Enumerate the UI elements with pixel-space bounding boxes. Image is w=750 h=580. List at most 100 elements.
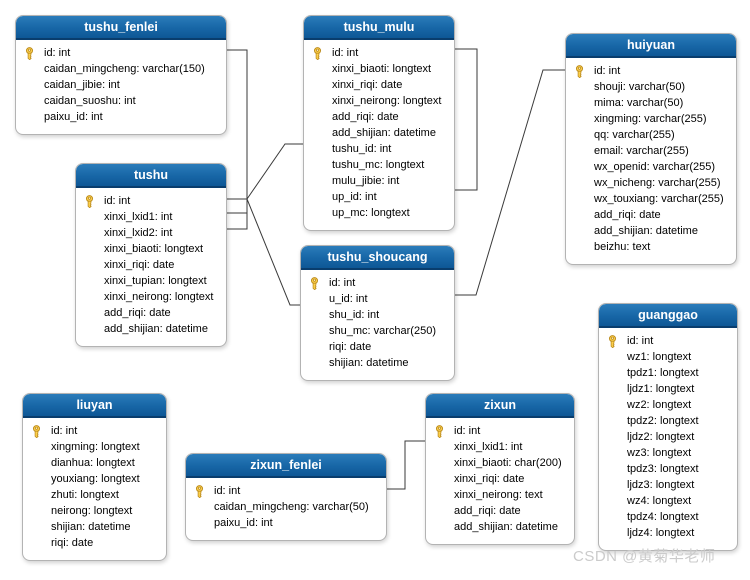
field-tushu_mulu-add_riqi[interactable]: add_riqi: date bbox=[311, 109, 448, 125]
field-tushu_mulu-add_shijian[interactable]: add_shijian: datetime bbox=[311, 125, 448, 141]
field-guanggao-tpdz3[interactable]: tpdz3: longtext bbox=[606, 461, 731, 477]
field-guanggao-tpdz1[interactable]: tpdz1: longtext bbox=[606, 365, 731, 381]
connector-tushu_fenlei-id--tushu-xinxi_lxid2[interactable] bbox=[227, 49, 248, 230]
field-liuyan-shijian[interactable]: shijian: datetime bbox=[30, 519, 160, 535]
field-zixun-id[interactable]: id: int bbox=[433, 423, 568, 439]
field-tushu_fenlei-id[interactable]: id: int bbox=[23, 45, 220, 61]
table-title-liuyan[interactable]: liuyan bbox=[23, 394, 166, 418]
field-tushu_mulu-xinxi_neirong[interactable]: xinxi_neirong: longtext bbox=[311, 93, 448, 109]
field-tushu-xinxi_biaoti[interactable]: xinxi_biaoti: longtext bbox=[83, 241, 220, 257]
field-tushu_mulu-mulu_jibie[interactable]: mulu_jibie: int bbox=[311, 173, 448, 189]
field-zixun-add_shijian[interactable]: add_shijian: datetime bbox=[433, 519, 568, 535]
connector-zixun-xinxi_lxid1--zixun_fenlei-id[interactable] bbox=[386, 440, 426, 490]
field-guanggao-wz3[interactable]: wz3: longtext bbox=[606, 445, 731, 461]
connector-tushu-id--tushu_mulu-tushu_id[interactable] bbox=[227, 143, 303, 200]
field-zixun-xinxi_biaoti[interactable]: xinxi_biaoti: char(200) bbox=[433, 455, 568, 471]
connector-tushu-id--tushu_shoucang-shu_id[interactable] bbox=[246, 198, 301, 306]
table-title-tushu_fenlei[interactable]: tushu_fenlei bbox=[16, 16, 226, 40]
field-huiyuan-wx_openid[interactable]: wx_openid: varchar(255) bbox=[573, 159, 730, 175]
field-guanggao-wz1[interactable]: wz1: longtext bbox=[606, 349, 731, 365]
field-zixun-xinxi_lxid1[interactable]: xinxi_lxid1: int bbox=[433, 439, 568, 455]
field-guanggao-wz2[interactable]: wz2: longtext bbox=[606, 397, 731, 413]
field-tushu_mulu-xinxi_riqi[interactable]: xinxi_riqi: date bbox=[311, 77, 448, 93]
field-huiyuan-wx_nicheng[interactable]: wx_nicheng: varchar(255) bbox=[573, 175, 730, 191]
field-tushu_mulu-tushu_id[interactable]: tushu_id: int bbox=[311, 141, 448, 157]
field-zixun_fenlei-caidan_mingcheng[interactable]: caidan_mingcheng: varchar(50) bbox=[193, 499, 380, 515]
field-tushu-xinxi_lxid2[interactable]: xinxi_lxid2: int bbox=[83, 225, 220, 241]
field-liuyan-dianhua[interactable]: dianhua: longtext bbox=[30, 455, 160, 471]
field-liuyan-xingming[interactable]: xingming: longtext bbox=[30, 439, 160, 455]
field-zixun-add_riqi[interactable]: add_riqi: date bbox=[433, 503, 568, 519]
field-guanggao-id[interactable]: id: int bbox=[606, 333, 731, 349]
field-guanggao-wz4[interactable]: wz4: longtext bbox=[606, 493, 731, 509]
field-guanggao-ljdz3[interactable]: ljdz3: longtext bbox=[606, 477, 731, 493]
table-title-tushu_shoucang[interactable]: tushu_shoucang bbox=[301, 246, 454, 270]
table-title-guanggao[interactable]: guanggao bbox=[599, 304, 737, 328]
field-tushu-xinxi_neirong[interactable]: xinxi_neirong: longtext bbox=[83, 289, 220, 305]
table-title-zixun[interactable]: zixun bbox=[426, 394, 574, 418]
connector-huiyuan-id--tushu_shoucang-u_id[interactable] bbox=[454, 69, 566, 296]
field-tushu-xinxi_riqi[interactable]: xinxi_riqi: date bbox=[83, 257, 220, 273]
field-huiyuan-qq[interactable]: qq: varchar(255) bbox=[573, 127, 730, 143]
field-tushu_mulu-xinxi_biaoti[interactable]: xinxi_biaoti: longtext bbox=[311, 61, 448, 77]
field-huiyuan-add_shijian[interactable]: add_shijian: datetime bbox=[573, 223, 730, 239]
field-zixun-xinxi_riqi[interactable]: xinxi_riqi: date bbox=[433, 471, 568, 487]
field-zixun-xinxi_neirong[interactable]: xinxi_neirong: text bbox=[433, 487, 568, 503]
field-tushu_fenlei-caidan_jibie[interactable]: caidan_jibie: int bbox=[23, 77, 220, 93]
field-huiyuan-id[interactable]: id: int bbox=[573, 63, 730, 79]
field-huiyuan-add_riqi[interactable]: add_riqi: date bbox=[573, 207, 730, 223]
field-huiyuan-shouji[interactable]: shouji: varchar(50) bbox=[573, 79, 730, 95]
field-tushu_mulu-id[interactable]: id: int bbox=[311, 45, 448, 61]
connector-tushu_mulu-id--tushu_mulu-up_id[interactable] bbox=[454, 48, 478, 191]
field-tushu_fenlei-caidan_mingcheng[interactable]: caidan_mingcheng: varchar(150) bbox=[23, 61, 220, 77]
field-tushu-id[interactable]: id: int bbox=[83, 193, 220, 209]
field-liuyan-neirong[interactable]: neirong: longtext bbox=[30, 503, 160, 519]
field-tushu-add_shijian[interactable]: add_shijian: datetime bbox=[83, 321, 220, 337]
field-liuyan-id[interactable]: id: int bbox=[30, 423, 160, 439]
table-title-huiyuan[interactable]: huiyuan bbox=[566, 34, 736, 58]
field-tushu_mulu-up_id[interactable]: up_id: int bbox=[311, 189, 448, 205]
field-tushu_shoucang-u_id[interactable]: u_id: int bbox=[308, 291, 448, 307]
field-tushu_mulu-tushu_mc[interactable]: tushu_mc: longtext bbox=[311, 157, 448, 173]
field-liuyan-riqi[interactable]: riqi: date bbox=[30, 535, 160, 551]
field-liuyan-youxiang[interactable]: youxiang: longtext bbox=[30, 471, 160, 487]
field-label: add_riqi: date bbox=[454, 505, 521, 517]
field-tushu_shoucang-shu_id[interactable]: shu_id: int bbox=[308, 307, 448, 323]
field-zixun_fenlei-id[interactable]: id: int bbox=[193, 483, 380, 499]
field-tushu-xinxi_lxid1[interactable]: xinxi_lxid1: int bbox=[83, 209, 220, 225]
field-huiyuan-mima[interactable]: mima: varchar(50) bbox=[573, 95, 730, 111]
field-huiyuan-xingming[interactable]: xingming: varchar(255) bbox=[573, 111, 730, 127]
field-tushu-add_riqi[interactable]: add_riqi: date bbox=[83, 305, 220, 321]
field-liuyan-zhuti[interactable]: zhuti: longtext bbox=[30, 487, 160, 503]
table-title-tushu_mulu[interactable]: tushu_mulu bbox=[304, 16, 454, 40]
field-tushu_mulu-up_mc[interactable]: up_mc: longtext bbox=[311, 205, 448, 221]
field-tushu_shoucang-shu_mc[interactable]: shu_mc: varchar(250) bbox=[308, 323, 448, 339]
field-guanggao-tpdz2[interactable]: tpdz2: longtext bbox=[606, 413, 731, 429]
table-title-zixun_fenlei[interactable]: zixun_fenlei bbox=[186, 454, 386, 478]
field-zixun_fenlei-paixu_id[interactable]: paixu_id: int bbox=[193, 515, 380, 531]
field-guanggao-ljdz2[interactable]: ljdz2: longtext bbox=[606, 429, 731, 445]
field-tushu-xinxi_tupian[interactable]: xinxi_tupian: longtext bbox=[83, 273, 220, 289]
field-guanggao-ljdz1[interactable]: ljdz1: longtext bbox=[606, 381, 731, 397]
field-huiyuan-beizhu[interactable]: beizhu: text bbox=[573, 239, 730, 255]
field-huiyuan-wx_touxiang[interactable]: wx_touxiang: varchar(255) bbox=[573, 191, 730, 207]
table-title-tushu[interactable]: tushu bbox=[76, 164, 226, 188]
field-guanggao-ljdz4[interactable]: ljdz4: longtext bbox=[606, 525, 731, 541]
field-tushu_fenlei-caidan_suoshu[interactable]: caidan_suoshu: int bbox=[23, 93, 220, 109]
field-guanggao-tpdz4[interactable]: tpdz4: longtext bbox=[606, 509, 731, 525]
field-tushu_shoucang-shijian[interactable]: shijian: datetime bbox=[308, 355, 448, 371]
field-huiyuan-email[interactable]: email: varchar(255) bbox=[573, 143, 730, 159]
field-tushu_shoucang-id[interactable]: id: int bbox=[308, 275, 448, 291]
field-tushu_fenlei-paixu_id[interactable]: paixu_id: int bbox=[23, 109, 220, 125]
field-tushu_shoucang-riqi[interactable]: riqi: date bbox=[308, 339, 448, 355]
